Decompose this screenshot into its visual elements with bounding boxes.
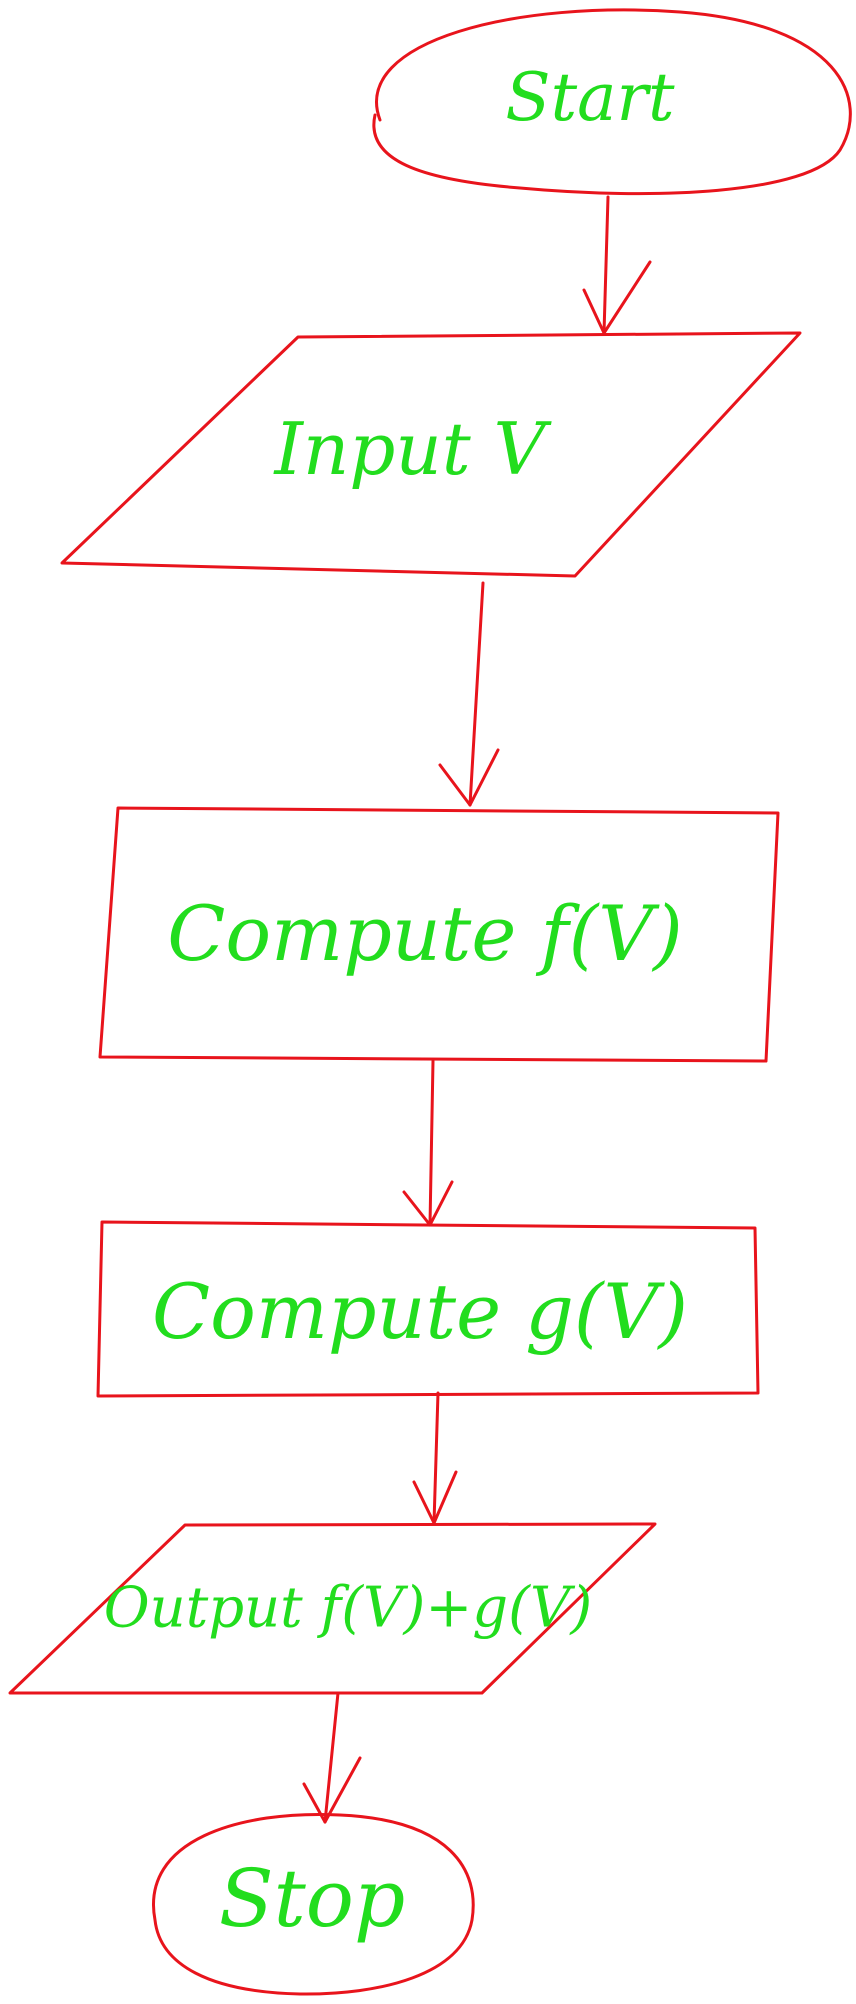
arrow-compute-f-to-compute-g-line [428,1059,435,1227]
arrow-start-to-input-line [602,195,610,335]
input-label: Input V [272,407,552,491]
arrow-compute-f-to-compute-g-head [402,1180,454,1227]
arrow-output-to-stop [302,1691,362,1824]
start-oval [372,8,852,196]
start-label: Start [505,59,675,136]
output-node: Output f(V)+g(V) [8,1522,657,1695]
stop-label: Stop [219,1852,405,1945]
input-parallelogram [60,331,802,578]
arrow-compute-f-to-compute-g [402,1059,454,1227]
arrow-input-to-compute-f-head [438,748,500,807]
arrow-compute-g-to-output-line [432,1391,440,1525]
stop-oval [152,1812,475,1996]
stop-node: Stop [152,1812,475,1996]
compute-g-rectangle [96,1220,760,1398]
start-node: Start [372,8,852,196]
arrow-input-to-compute-f [438,581,500,807]
arrow-output-to-stop-head [302,1756,362,1824]
compute-f-label: Compute f(V) [167,889,683,978]
compute-g-label: Compute g(V) [152,1267,688,1356]
arrow-start-to-input [582,195,652,335]
arrow-compute-g-to-output-head [412,1470,458,1525]
input-node: Input V [60,331,802,578]
arrow-input-to-compute-f-line [468,581,485,807]
arrow-compute-g-to-output [412,1391,458,1525]
arrow-start-to-input-head [582,260,652,335]
output-parallelogram [8,1522,657,1695]
compute-f-node: Compute f(V) [98,806,780,1063]
compute-f-rectangle [98,806,780,1063]
arrow-output-to-stop-line [323,1691,340,1824]
output-label: Output f(V)+g(V) [104,1576,592,1641]
compute-g-node: Compute g(V) [96,1220,760,1398]
